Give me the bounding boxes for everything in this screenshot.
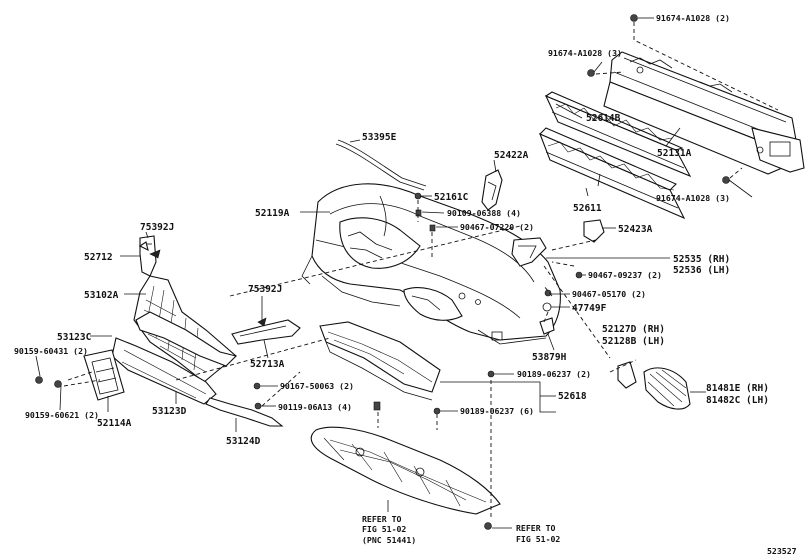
label-53395e[interactable]: 53395E xyxy=(362,132,397,143)
label-52614b[interactable]: 52614B xyxy=(586,113,621,124)
label-53123c[interactable]: 53123C xyxy=(57,332,92,343)
leader-lines xyxy=(35,17,753,529)
label-52161c[interactable]: 52161C xyxy=(434,192,469,203)
dashed-guides xyxy=(63,22,779,520)
label-52535[interactable]: 52535 (RH) xyxy=(673,254,730,265)
label-90467-09237[interactable]: 90467-09237 (2) xyxy=(588,270,662,280)
label-52423a[interactable]: 52423A xyxy=(618,224,653,235)
label-52422a[interactable]: 52422A xyxy=(494,150,529,161)
absorber-52618 xyxy=(319,321,441,401)
label-91674-left[interactable]: 91674-A1028 (3) xyxy=(548,48,622,58)
retainer-52535 xyxy=(511,237,547,267)
bumper-cover-52119a xyxy=(301,183,561,345)
label-52536[interactable]: 52536 (LH) xyxy=(673,265,730,276)
label-90467-07220[interactable]: 90467-07220 (2) xyxy=(460,222,534,232)
label-53124d[interactable]: 53124D xyxy=(226,436,261,447)
label-90159-60621[interactable]: 90159-60621 (2) xyxy=(25,410,99,420)
label-91674-top[interactable]: 91674-A1028 (2) xyxy=(656,13,730,23)
label-90189-top[interactable]: 90189-06237 (2) xyxy=(517,369,591,379)
label-52712[interactable]: 52712 xyxy=(84,252,113,263)
cap-52127d xyxy=(617,361,637,389)
label-75392j-top[interactable]: 75392J xyxy=(140,222,174,233)
label-53879h[interactable]: 53879H xyxy=(532,352,567,363)
label-81482c[interactable]: 81482C (LH) xyxy=(706,395,769,406)
reinforcement-beam-52131a xyxy=(603,51,805,175)
label-52618[interactable]: 52618 xyxy=(558,391,587,402)
engine-under-cover xyxy=(310,426,501,515)
label-52127d[interactable]: 52127D (RH) xyxy=(602,324,665,335)
label-90159-60431[interactable]: 90159-60431 (2) xyxy=(14,346,88,356)
bracket-52422a xyxy=(481,169,503,211)
label-90167-50063[interactable]: 90167-50063 (2) xyxy=(280,381,354,391)
label-90467-05170[interactable]: 90467-05170 (2) xyxy=(572,289,646,299)
license-bracket-52114a xyxy=(83,349,125,401)
label-52114a[interactable]: 52114A xyxy=(97,418,132,429)
label-refer-left-3[interactable]: (PNC 51441) xyxy=(362,535,416,545)
molding-53395e xyxy=(335,139,427,191)
label-52131a[interactable]: 52131A xyxy=(657,148,692,159)
label-81481e[interactable]: 81481E (RH) xyxy=(706,383,769,394)
grille-53102a xyxy=(133,275,238,383)
absorber-52614b xyxy=(544,91,692,178)
label-47749f[interactable]: 47749F xyxy=(572,303,607,314)
lower-trim-53124d xyxy=(205,397,284,427)
label-52119a[interactable]: 52119A xyxy=(255,208,290,219)
duct-52713a xyxy=(231,319,301,345)
label-75392j-mid[interactable]: 75392J xyxy=(248,284,282,295)
fog-bezel-81481e xyxy=(643,367,691,410)
label-refer-left-1[interactable]: REFER TO xyxy=(362,514,402,524)
part-labels: 91674-A1028 (2) 91674-A1028 (3) 91674-A1… xyxy=(14,13,797,556)
label-52611[interactable]: 52611 xyxy=(573,203,602,214)
label-refer-right-2[interactable]: FIG 51-02 xyxy=(516,534,560,544)
bracket-52423a xyxy=(583,219,605,243)
label-90119-06a13[interactable]: 90119-06A13 (4) xyxy=(278,402,352,412)
label-91674-right[interactable]: 91674-A1028 (3) xyxy=(656,193,730,203)
label-90189-bot[interactable]: 90189-06237 (6) xyxy=(460,406,534,416)
label-90109-06388[interactable]: 90109-06388 (4) xyxy=(447,208,521,218)
fasteners xyxy=(35,14,730,530)
label-52128b[interactable]: 52128B (LH) xyxy=(602,336,665,347)
label-52713a[interactable]: 52713A xyxy=(250,359,285,370)
label-refer-right-1[interactable]: REFER TO xyxy=(516,523,556,533)
label-53102a[interactable]: 53102A xyxy=(84,290,119,301)
label-53123d[interactable]: 53123D xyxy=(152,406,187,417)
label-refer-left-2[interactable]: FIG 51-02 xyxy=(362,524,406,534)
absorber-52611 xyxy=(539,127,686,220)
footer-code: 523527 xyxy=(767,546,797,556)
